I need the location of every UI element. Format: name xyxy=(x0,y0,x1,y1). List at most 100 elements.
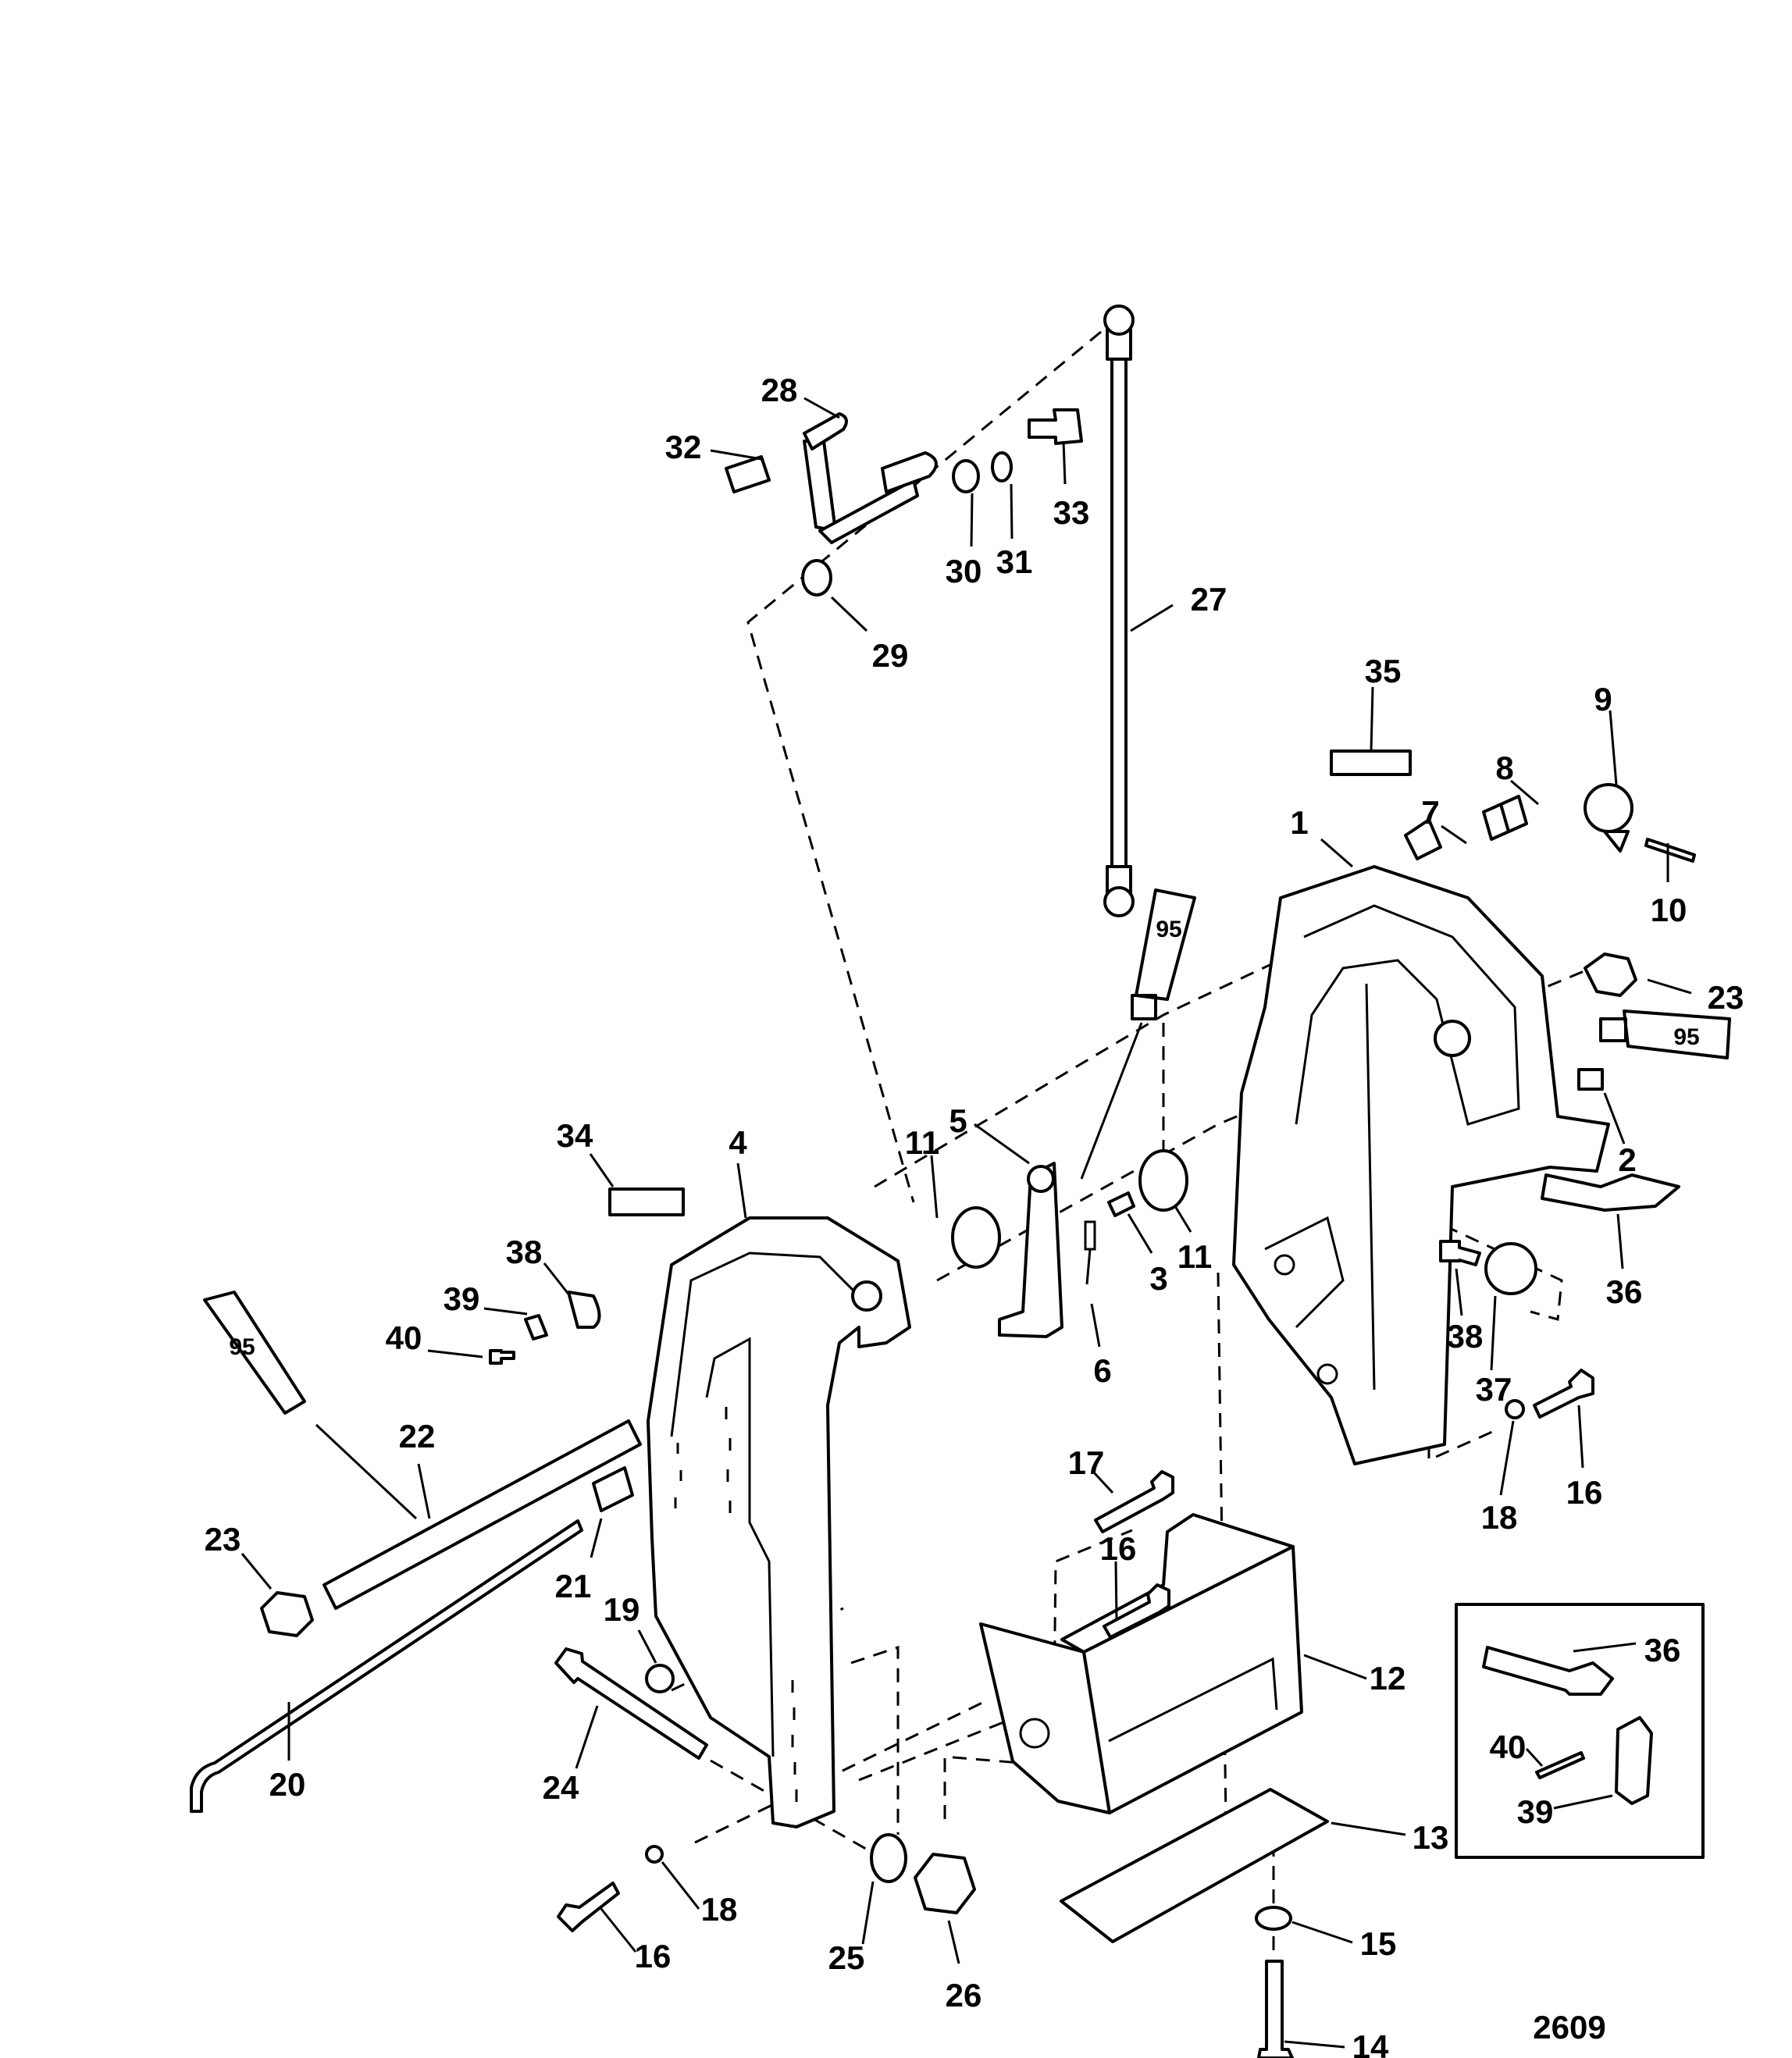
part-36-pin xyxy=(1541,1173,1680,1212)
figure-number: 2609 xyxy=(1533,2009,1605,2046)
part-18-washer-right xyxy=(1505,1399,1525,1419)
callout-24: 24 xyxy=(543,1769,579,1806)
callout-labels: 1234567891011111213141516161617181819202… xyxy=(205,372,1744,2058)
part-26-nut xyxy=(914,1853,976,1914)
part-15-washer xyxy=(1255,1906,1292,1931)
callout-19: 19 xyxy=(604,1591,640,1628)
callout-34: 34 xyxy=(557,1117,593,1154)
callout-2: 2 xyxy=(1618,1141,1636,1178)
part-2-fitting xyxy=(1577,1068,1604,1091)
callout-26: 26 xyxy=(946,1977,982,2013)
callout-29: 29 xyxy=(872,637,909,674)
callout-37: 37 xyxy=(1476,1371,1512,1408)
callout-3: 3 xyxy=(1149,1260,1167,1297)
sealant-tube-right: 95 xyxy=(1599,1009,1731,1059)
callout-38: 38 xyxy=(506,1234,543,1270)
callout-18: 18 xyxy=(701,1891,738,1928)
part-24-bolt xyxy=(554,1647,708,1760)
part-14-bolt xyxy=(1257,1960,1294,2058)
callout-23: 23 xyxy=(205,1521,241,1558)
part-18-washer-left xyxy=(645,1845,664,1864)
callout-27: 27 xyxy=(1191,581,1227,618)
callout-7: 7 xyxy=(1421,794,1439,831)
part-20-tilt-rod xyxy=(190,1519,583,1813)
callout-39: 39 xyxy=(444,1280,480,1317)
part-23-nut-right xyxy=(1584,952,1637,997)
callout-10: 10 xyxy=(1651,892,1687,928)
callout-11: 11 xyxy=(1177,1238,1212,1275)
part-3-screw xyxy=(1107,1191,1135,1217)
part-35-decal xyxy=(1330,749,1412,776)
callout-16: 16 xyxy=(635,1938,672,1974)
part-37-roller xyxy=(1484,1242,1537,1295)
part-19-nut xyxy=(645,1664,675,1693)
sealant-tube-left: 95 xyxy=(203,1291,306,1415)
part-6-spring xyxy=(1084,1220,1096,1285)
leader-lines xyxy=(240,397,1692,2049)
part-16-bolt-left xyxy=(557,1882,620,1932)
callout-17: 17 xyxy=(1068,1444,1105,1481)
part-22-pivot-tube xyxy=(322,1419,642,1610)
part-10-pin xyxy=(1644,838,1696,863)
callout-20: 20 xyxy=(269,1766,306,1803)
callout-38: 38 xyxy=(1447,1318,1484,1355)
callout-1: 1 xyxy=(1290,804,1308,841)
callout-36: 36 xyxy=(1606,1273,1643,1310)
part-27-link-rod xyxy=(1103,304,1135,917)
part-25-washer xyxy=(870,1833,907,1883)
callout-40: 40 xyxy=(386,1319,422,1356)
part-31-washer xyxy=(991,451,1013,482)
callout-9: 9 xyxy=(1594,681,1612,717)
part-30-washer xyxy=(952,459,980,493)
part-8-spring xyxy=(1482,795,1528,841)
part-17-bolt xyxy=(1094,1470,1174,1533)
callout-36: 36 xyxy=(1644,1632,1681,1668)
sealant-code-label: 95 xyxy=(229,1334,255,1360)
part-38-bolt xyxy=(1439,1240,1481,1266)
part-38-clip xyxy=(567,1291,601,1329)
callout-39: 39 xyxy=(1517,1793,1554,1830)
part-9-knob xyxy=(1584,783,1633,853)
callout-8: 8 xyxy=(1495,749,1513,786)
callout-22: 22 xyxy=(399,1418,436,1454)
part-23-nut-left xyxy=(260,1591,314,1637)
callout-30: 30 xyxy=(946,553,982,589)
part-29-washer xyxy=(801,559,832,596)
part-1-clamp-bracket xyxy=(1232,865,1610,1465)
part-16-bolt-right xyxy=(1533,1369,1594,1419)
part-33-stud xyxy=(1028,408,1083,445)
part-11-washer-right xyxy=(1138,1149,1188,1212)
callout-11: 11 xyxy=(905,1124,939,1161)
part-40-screw xyxy=(489,1349,515,1365)
callout-25: 25 xyxy=(828,1939,865,1976)
callout-4: 4 xyxy=(729,1124,747,1161)
callout-18: 18 xyxy=(1481,1499,1518,1536)
callout-6: 6 xyxy=(1093,1352,1111,1389)
part-34-decal xyxy=(608,1187,685,1216)
sealant-code-label: 95 xyxy=(1156,917,1181,942)
part-21-spring xyxy=(592,1466,634,1512)
callout-13: 13 xyxy=(1413,1819,1449,1856)
callout-14: 14 xyxy=(1352,2028,1389,2058)
part-28-lever xyxy=(803,412,938,544)
callout-16: 16 xyxy=(1100,1530,1137,1567)
part-5-lever xyxy=(998,1162,1063,1338)
part-7-bushing xyxy=(1404,818,1442,860)
part-39-clip-plate xyxy=(524,1314,548,1341)
callout-12: 12 xyxy=(1370,1660,1406,1697)
part-13-plate xyxy=(1060,1788,1329,1943)
part-4-swivel-bracket xyxy=(647,1216,911,1828)
part-12-transom-bracket xyxy=(979,1513,1303,1814)
part-16-bolt-mid xyxy=(1103,1583,1170,1639)
callout-35: 35 xyxy=(1365,653,1402,689)
callout-16: 16 xyxy=(1566,1474,1603,1511)
part-11-washer-left xyxy=(951,1206,1001,1269)
detail-inset xyxy=(1455,1603,1705,1859)
callout-15: 15 xyxy=(1360,1925,1397,1962)
callout-5: 5 xyxy=(949,1102,967,1139)
callout-28: 28 xyxy=(761,372,798,408)
callout-32: 32 xyxy=(665,429,702,465)
sealant-code-label: 95 xyxy=(1673,1024,1699,1050)
